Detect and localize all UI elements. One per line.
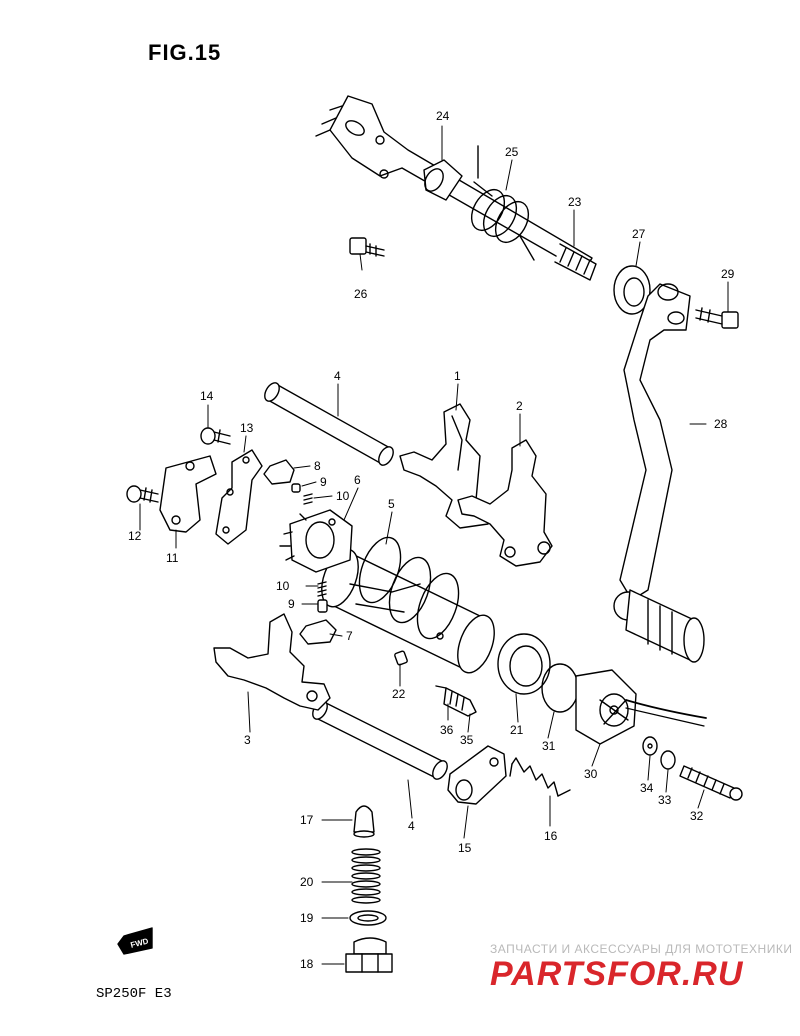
- watermark-tagline: ЗАПЧАСТИ И АКСЕССУАРЫ ДЛЯ МОТОТЕХНИКИ: [490, 942, 793, 956]
- callout-15: 15: [458, 841, 472, 855]
- shift-cam-stopper-8: [263, 459, 295, 485]
- callout-3: 3: [244, 733, 251, 747]
- callout-2: 2: [516, 399, 523, 413]
- callout-10-upper: 10: [336, 489, 350, 503]
- switch-contact-35: [443, 687, 477, 717]
- stopper-plate-13: [215, 449, 263, 545]
- callout-29: 29: [721, 267, 735, 281]
- callout-10-lower: 10: [276, 579, 290, 593]
- pin-22: [394, 650, 408, 666]
- gasket-19: [349, 910, 387, 926]
- callout-20: 20: [300, 875, 314, 889]
- spring-10-lower: [317, 581, 327, 597]
- gasket-21: [497, 633, 551, 695]
- watermark-logo-text: PARTSFOR.RU: [490, 955, 744, 991]
- screw-12: [126, 485, 159, 503]
- o-ring-31: [541, 663, 579, 713]
- fork-shaft-upper-4: [264, 382, 394, 466]
- callout-27: 27: [632, 227, 646, 241]
- gearshift-shaft-23: [315, 95, 597, 281]
- fwd-direction-arrow-icon: FWD: [117, 927, 153, 955]
- callout-33: 33: [658, 793, 672, 807]
- spring-10-upper: [303, 493, 313, 505]
- callout-14: 14: [200, 389, 214, 403]
- callout-35: 35: [460, 733, 474, 747]
- washer-34: [642, 736, 658, 756]
- callout-23: 23: [568, 195, 582, 209]
- screw-14: [200, 427, 231, 445]
- spring-20: [351, 848, 381, 904]
- fwd-label: FWD: [130, 937, 150, 950]
- callout-18: 18: [300, 957, 314, 971]
- callout-21: 21: [510, 723, 524, 737]
- plug-bolt-18: [345, 937, 393, 973]
- callout-4-upper: 4: [334, 369, 341, 383]
- callout-25: 25: [505, 145, 519, 159]
- stopper-spring-16: [509, 757, 571, 797]
- callout-32: 32: [690, 809, 704, 823]
- bolt-29: [695, 307, 739, 329]
- callout-17: 17: [300, 813, 314, 827]
- gearshift-lever-28: [613, 283, 705, 663]
- cam-stopper-15: [447, 745, 507, 805]
- pin-9-lower: [317, 599, 328, 613]
- stopper-plunger-17: [353, 805, 375, 838]
- bolt-32: [679, 765, 743, 801]
- callout-19: 19: [300, 911, 314, 925]
- callout-31: 31: [542, 739, 556, 753]
- callout-5: 5: [388, 497, 395, 511]
- model-code: SP250F E3: [96, 986, 172, 1002]
- callout-24: 24: [436, 109, 450, 123]
- callout-9-lower: 9: [288, 597, 295, 611]
- callout-34: 34: [640, 781, 654, 795]
- callout-9-upper: 9: [320, 475, 327, 489]
- callout-28: 28: [714, 417, 728, 431]
- cam-driven-gear-6: [279, 509, 353, 573]
- callout-36: 36: [440, 723, 454, 737]
- shift-fork-2: [457, 439, 553, 567]
- spring-36: [435, 685, 447, 689]
- washer-33: [660, 750, 676, 770]
- leader-lines: [139, 125, 729, 965]
- pin-9-upper: [291, 483, 301, 493]
- callout-11: 11: [166, 551, 179, 565]
- callout-22: 22: [392, 687, 406, 701]
- callout-30: 30: [584, 767, 598, 781]
- neutral-switch-30: [575, 669, 707, 745]
- callout-8: 8: [314, 459, 321, 473]
- oil-seal-27: [613, 265, 651, 315]
- callout-16: 16: [544, 829, 558, 843]
- guide-plate-11: [159, 455, 217, 533]
- callout-4-lower: 4: [408, 819, 415, 833]
- fork-shaft-lower-4: [312, 700, 448, 780]
- stopper-7: [299, 619, 337, 645]
- callout-26: 26: [354, 287, 368, 301]
- callout-7: 7: [346, 629, 353, 643]
- figure-title: FIG.15: [148, 40, 222, 65]
- shaft-collar-24: [423, 159, 463, 201]
- callout-labels: 24 25 23 27 29 26 28 4 1 2 14 13 8 9 10 …: [128, 109, 735, 971]
- bolt-26: [349, 237, 385, 257]
- callout-6: 6: [354, 473, 361, 487]
- callout-12: 12: [128, 529, 142, 543]
- callout-1: 1: [454, 369, 461, 383]
- return-spring-25: [470, 145, 535, 261]
- shift-fork-3: [213, 613, 331, 711]
- callout-13: 13: [240, 421, 254, 435]
- watermark-logo: PARTSFOR.RU: [490, 955, 744, 991]
